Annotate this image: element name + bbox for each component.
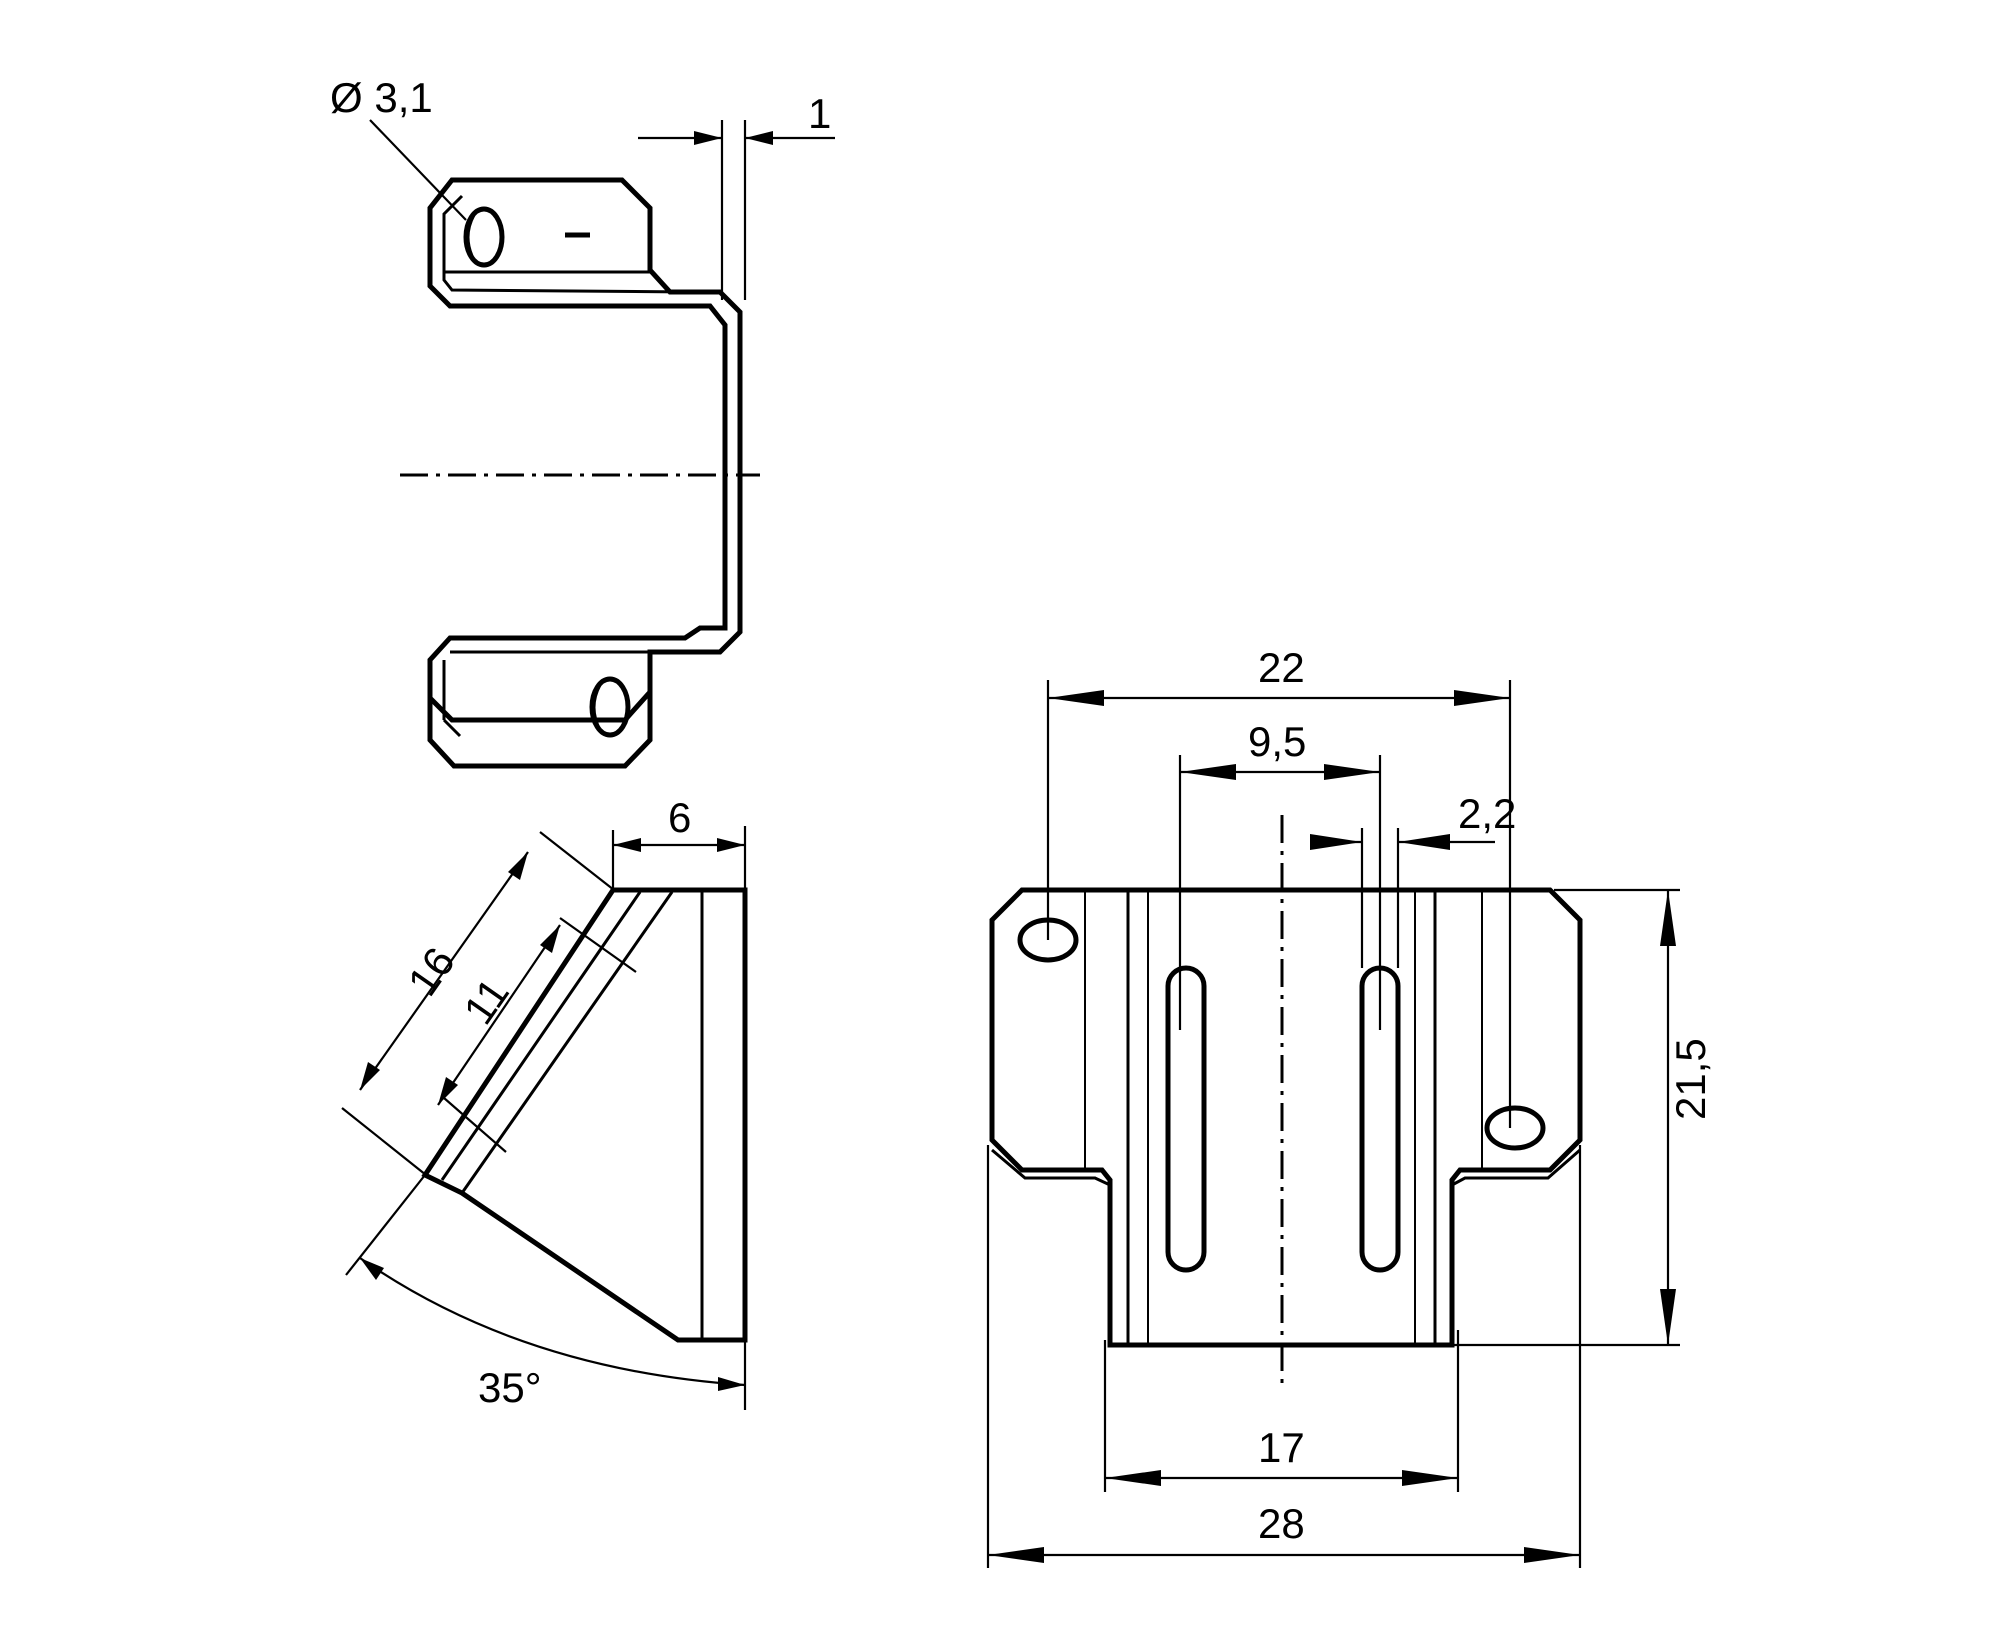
front-view-outline bbox=[989, 887, 1583, 1348]
front-view: 22 9,5 2,2 21,5 17 28 bbox=[986, 644, 1714, 1568]
hole-spacing-label: 22 bbox=[1258, 644, 1305, 691]
top-view: 1 Ø 3,1 bbox=[330, 74, 835, 769]
angle-label: 35° bbox=[478, 1364, 542, 1411]
inner-width-label: 17 bbox=[1258, 1424, 1305, 1471]
upper-flange-inner bbox=[442, 194, 691, 294]
height-label: 21,5 bbox=[1667, 1038, 1714, 1120]
inner-slant-length-label: 11 bbox=[454, 970, 518, 1033]
side-view-outline bbox=[421, 887, 748, 1343]
hole-diameter-label: Ø 3,1 bbox=[330, 74, 433, 121]
lower-flange-outline bbox=[427, 664, 653, 769]
slot-width-label: 2,2 bbox=[1458, 790, 1516, 837]
lower-flange-inner bbox=[442, 650, 690, 738]
lower-hole bbox=[589, 676, 631, 738]
slot-spacing-label: 9,5 bbox=[1248, 718, 1306, 765]
left-slot bbox=[1165, 965, 1207, 1273]
front-right-hole bbox=[1484, 1105, 1546, 1151]
side-view: 6 16 11 35° bbox=[341, 794, 748, 1411]
overall-width-label: 28 bbox=[1258, 1500, 1305, 1547]
flange-depth-label: 6 bbox=[668, 794, 691, 841]
thickness-label: 1 bbox=[808, 90, 831, 137]
upper-hole bbox=[463, 206, 505, 268]
slant-length-label: 16 bbox=[399, 939, 464, 1004]
